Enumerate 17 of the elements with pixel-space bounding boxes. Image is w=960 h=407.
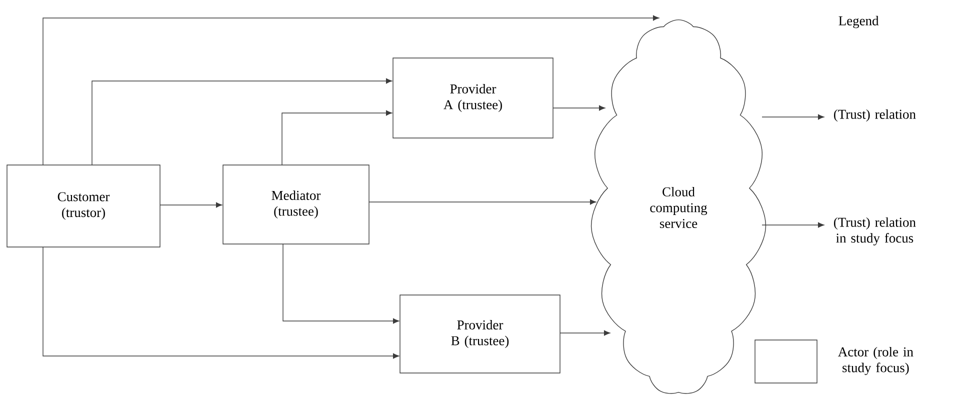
arrow <box>560 330 610 336</box>
arrow <box>160 202 222 208</box>
legend-text: (Trust) relation <box>834 109 916 122</box>
legend-title: Legend <box>838 16 879 28</box>
actor-box: Mediator (trustee) <box>222 164 370 244</box>
arrow <box>42 246 400 359</box>
legend-text: (Trust) relation in study focus <box>834 217 916 246</box>
arrow <box>92 78 392 166</box>
legend-text: Actor (role in study focus) <box>838 346 914 376</box>
actor-box: Customer (trustor) <box>6 164 160 248</box>
arrow <box>282 110 392 166</box>
actor-box: Provider A (trustee) <box>392 58 554 138</box>
actor-box: Provider B (trustee) <box>400 294 560 374</box>
arrow <box>282 244 400 324</box>
arrow <box>368 199 596 205</box>
arrow <box>42 15 660 166</box>
arrow <box>552 105 606 111</box>
